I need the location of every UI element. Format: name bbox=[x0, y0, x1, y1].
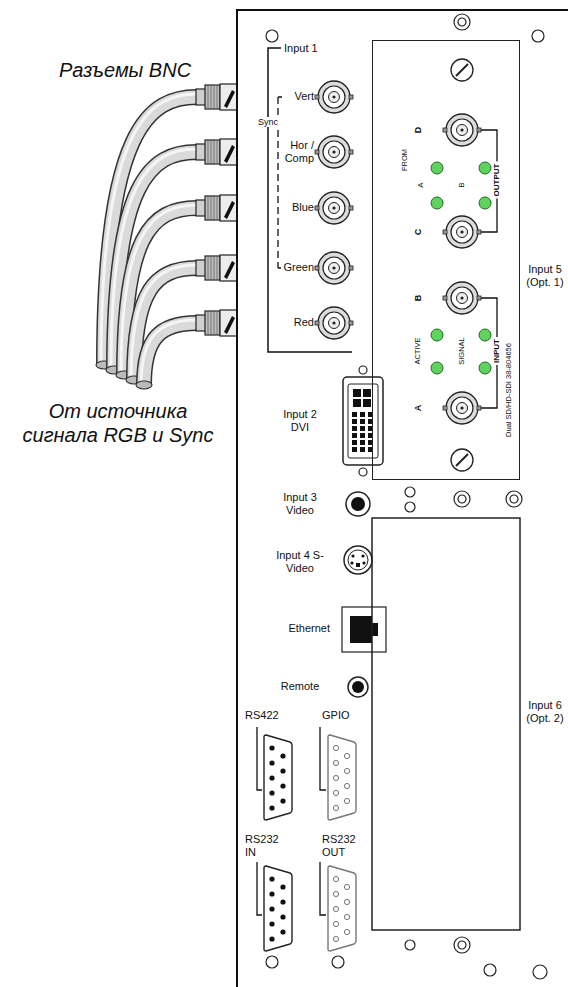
port-label: GPIO bbox=[322, 709, 362, 722]
connector-letter: B bbox=[413, 294, 422, 301]
remote-jack bbox=[348, 677, 368, 697]
sdi-card-parts bbox=[431, 59, 497, 471]
led-label: A bbox=[417, 182, 425, 187]
svideo-jack bbox=[344, 546, 372, 574]
led-label: B bbox=[458, 182, 466, 187]
slot-label: Input 6 (Opt. 2) bbox=[523, 699, 567, 725]
input-label: Input 1 bbox=[284, 42, 334, 55]
ethernet-port bbox=[342, 607, 386, 652]
option-card: D FROM A B OUTPUT C B ACTIVE SIGNAL INPUT A Dual SD… bbox=[372, 40, 520, 480]
signal-name: Green bbox=[274, 261, 314, 274]
slot-label: Input 5 (Opt. 1) bbox=[523, 263, 567, 289]
option-card-empty bbox=[372, 518, 520, 930]
bnc-plugs bbox=[196, 84, 237, 336]
input-bracket bbox=[268, 48, 352, 352]
card-model: Dual SD/HD-SDI 38-804656 bbox=[505, 343, 513, 437]
port-label: RS422 bbox=[245, 709, 295, 722]
signal-name: Hor / Comp bbox=[280, 139, 314, 165]
callout-text: Разъемы BNC bbox=[40, 58, 210, 82]
mounting-holes bbox=[266, 30, 547, 979]
bnc-sockets bbox=[315, 81, 353, 339]
port-label: Remote bbox=[275, 680, 325, 693]
rgb-cables bbox=[96, 94, 197, 389]
panel-edge bbox=[237, 10, 568, 987]
led-label: ACTIVE bbox=[414, 337, 422, 364]
port-label: RS232 OUT bbox=[322, 833, 360, 859]
dvi-connector bbox=[343, 377, 383, 465]
led-label: SIGNAL bbox=[458, 337, 466, 365]
video-jack bbox=[346, 492, 370, 516]
connector-letter: C bbox=[413, 228, 422, 235]
signal-name: Blue bbox=[274, 201, 314, 214]
input-label: Input 2 DVI bbox=[275, 408, 325, 434]
group-label: OUTPUT bbox=[492, 161, 502, 198]
input-label: Input 3 Video bbox=[277, 491, 323, 517]
input-label: Input 4 S-Video bbox=[276, 549, 324, 575]
signal-name: Vert bbox=[274, 90, 314, 103]
signal-name: Sync bbox=[256, 117, 280, 128]
port-label: RS232 IN bbox=[245, 833, 283, 859]
signal-name: Red bbox=[274, 316, 314, 329]
callout-text: От источника сигнала RGB и Sync bbox=[21, 399, 216, 447]
led-label: FROM bbox=[401, 148, 409, 170]
group-label: INPUT bbox=[492, 337, 502, 365]
connector-letter: D bbox=[413, 126, 422, 133]
port-label: Ethernet bbox=[270, 622, 330, 635]
connector-letter: A bbox=[413, 404, 422, 411]
